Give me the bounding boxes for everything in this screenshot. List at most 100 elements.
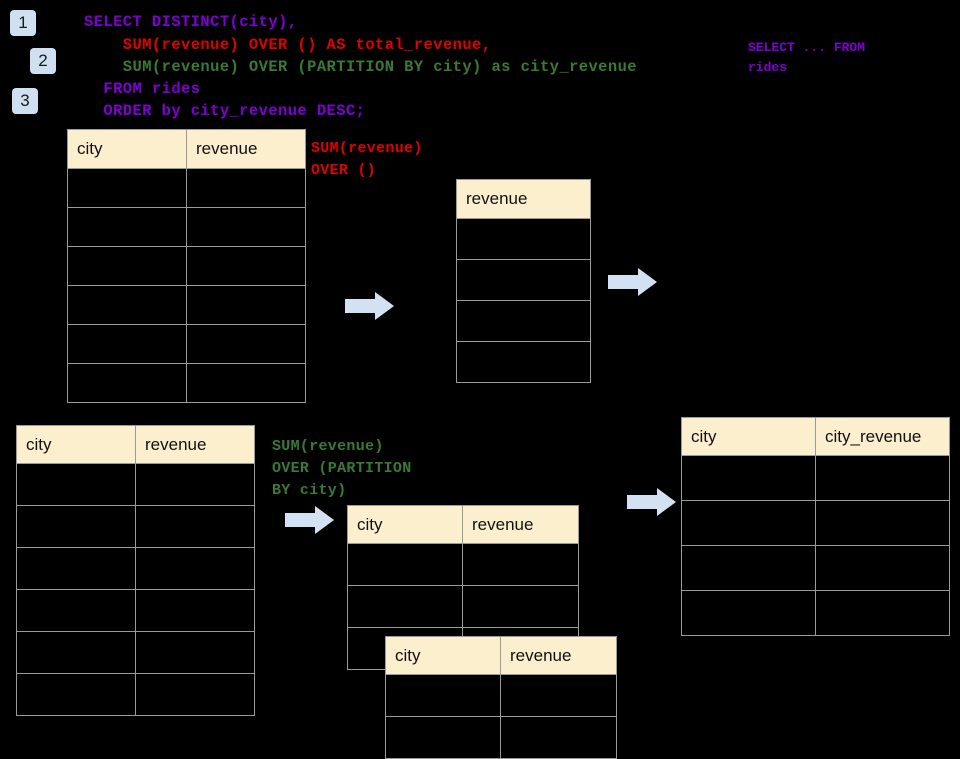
table-row (681, 455, 950, 501)
partition-table-front: city revenue (385, 636, 617, 759)
cell-city-revenue (815, 590, 950, 636)
cell-revenue (186, 285, 306, 325)
cell-city (385, 674, 501, 717)
cell-revenue (186, 246, 306, 286)
cell-revenue (135, 631, 255, 674)
sql-line-order-by: ORDER by city_revenue DESC; (84, 102, 366, 120)
table-header-row: city revenue (385, 636, 617, 675)
cell-revenue (135, 589, 255, 632)
cell-revenue (500, 674, 617, 717)
step-badge-2: 2 (30, 48, 56, 74)
cell-revenue (186, 324, 306, 364)
cell-city (385, 716, 501, 759)
table-row (456, 300, 591, 342)
rides-source-table: city revenue (67, 129, 306, 403)
diagram-canvas: 1 2 3 SELECT DISTINCT(city), SUM(revenue… (10, 10, 950, 759)
cell-revenue (186, 363, 306, 403)
table-row (67, 207, 306, 247)
cell-revenue (135, 673, 255, 716)
table-row (681, 500, 950, 546)
cell-city (67, 168, 187, 208)
sql-line-city-revenue: SUM(revenue) OVER (PARTITION BY city) as… (84, 58, 637, 76)
step-badge-1: 1 (10, 10, 36, 36)
table-row (67, 363, 306, 403)
cell-city (681, 590, 816, 636)
column-header-revenue: revenue (456, 179, 591, 219)
column-header-city: city (681, 417, 816, 456)
column-header-revenue: revenue (462, 505, 579, 544)
cell-city (16, 589, 136, 632)
cell-city (67, 324, 187, 364)
sql-line-total-revenue: SUM(revenue) OVER () AS total_revenue, (84, 36, 492, 54)
cell-city (16, 547, 136, 590)
table-row (16, 505, 255, 548)
cell-revenue (462, 543, 579, 586)
arrow-source2-to-partition (285, 506, 334, 534)
arrow-total-to-result (608, 268, 657, 296)
cell-revenue (456, 300, 591, 342)
cell-city-revenue (815, 545, 950, 591)
table-row (16, 547, 255, 590)
cell-revenue (462, 585, 579, 628)
cell-revenue (456, 218, 591, 260)
table-row (456, 218, 591, 260)
cell-city (67, 207, 187, 247)
cell-revenue (135, 463, 255, 506)
table-row (385, 674, 617, 717)
column-header-revenue: revenue (135, 425, 255, 464)
cell-city (347, 585, 463, 628)
table-row (67, 246, 306, 286)
annotation-city-revenue-note: SUM(revenue) OVER (PARTITION BY city) (272, 438, 412, 499)
cell-revenue (456, 341, 591, 383)
cell-city (347, 543, 463, 586)
cell-city (67, 246, 187, 286)
table-row (67, 324, 306, 364)
cell-city (16, 463, 136, 506)
cell-revenue (186, 168, 306, 208)
table-row (16, 463, 255, 506)
cell-city-revenue (815, 455, 950, 501)
sql-line-from: FROM rides (84, 80, 201, 98)
table-header-row: city revenue (16, 425, 255, 464)
annotation-source-note: SELECT ... FROM rides (748, 40, 866, 75)
step-badge-3: 3 (12, 88, 38, 114)
column-header-city: city (347, 505, 463, 544)
sql-line-select: SELECT DISTINCT(city), (84, 13, 298, 31)
cell-city (16, 673, 136, 716)
rides-source-table-2: city revenue (16, 425, 255, 716)
cell-revenue (500, 716, 617, 759)
table-row (456, 341, 591, 383)
table-row (456, 259, 591, 301)
table-row (347, 543, 579, 586)
cell-city (16, 631, 136, 674)
column-header-city: city (16, 425, 136, 464)
cell-city (681, 500, 816, 546)
table-row (681, 590, 950, 636)
table-header-row: revenue (456, 179, 591, 219)
table-row (347, 585, 579, 628)
column-header-revenue: revenue (500, 636, 617, 675)
table-header-row: city revenue (347, 505, 579, 544)
cell-city (67, 363, 187, 403)
total-revenue-table: revenue (456, 179, 591, 383)
cell-revenue (135, 505, 255, 548)
table-row (16, 673, 255, 716)
table-row (681, 545, 950, 591)
cell-revenue (186, 207, 306, 247)
arrow-partition-to-result (627, 488, 676, 516)
cell-revenue (456, 259, 591, 301)
result-table: city city_revenue (681, 417, 950, 636)
table-row (16, 589, 255, 632)
table-header-row: city city_revenue (681, 417, 950, 456)
column-header-city-revenue: city_revenue (815, 417, 950, 456)
table-header-row: city revenue (67, 129, 306, 169)
arrow-source-to-total (345, 292, 394, 320)
cell-city (67, 285, 187, 325)
table-row (385, 716, 617, 759)
cell-city (681, 455, 816, 501)
annotation-total-revenue-note: SUM(revenue) OVER () (311, 140, 423, 179)
column-header-city: city (67, 129, 187, 169)
cell-city (16, 505, 136, 548)
table-row (67, 285, 306, 325)
cell-city (681, 545, 816, 591)
